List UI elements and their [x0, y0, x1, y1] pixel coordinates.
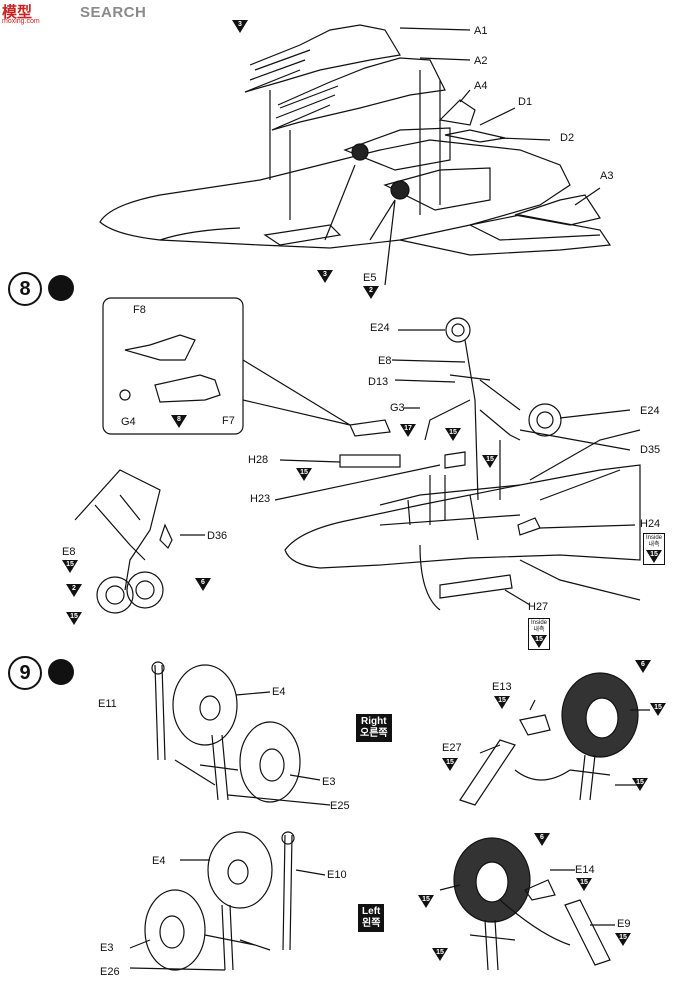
right-side-badge: Right 오른쪽	[356, 714, 392, 742]
paint-brush-icon	[48, 275, 74, 301]
watermark-sub: moxing.com	[2, 18, 40, 25]
part-label: E24	[640, 405, 660, 417]
part-label: E26	[100, 966, 120, 978]
part-label: E27	[442, 742, 462, 754]
part-label: E9	[617, 918, 631, 930]
left-badge-ko: 왼쪽	[362, 918, 381, 929]
right-badge-ko: 오른쪽	[360, 728, 388, 739]
color-marker: 15	[418, 895, 434, 908]
part-label: H28	[248, 454, 269, 466]
part-label: A4	[474, 80, 488, 92]
step-8-number: 8	[8, 272, 42, 306]
color-marker: 15	[646, 550, 662, 563]
color-marker: 2	[363, 286, 379, 299]
part-label: H24	[640, 518, 661, 530]
part-label: D35	[640, 444, 661, 456]
color-marker: 3	[317, 270, 333, 283]
part-label: F8	[133, 304, 146, 316]
part-label: D13	[368, 376, 389, 388]
color-marker: 15	[576, 878, 592, 891]
color-marker: 2	[66, 584, 82, 597]
part-label: A1	[474, 25, 488, 37]
part-label: E5	[363, 272, 377, 284]
color-marker: 6	[195, 578, 211, 591]
part-label: E11	[98, 698, 117, 710]
right-badge-en: Right	[361, 716, 387, 727]
part-label: E14	[575, 864, 595, 876]
color-marker: 15	[62, 560, 78, 573]
color-marker: 6	[635, 660, 651, 673]
watermark-text: SEARCH	[80, 4, 147, 21]
part-label: E8	[62, 546, 76, 558]
part-label: D2	[560, 132, 575, 144]
part-label: H23	[250, 493, 271, 505]
part-label: G4	[121, 416, 136, 428]
part-label: E3	[322, 776, 336, 788]
step-9-number: 9	[8, 656, 42, 690]
part-label: E10	[327, 869, 347, 881]
part-label: E4	[272, 686, 286, 698]
inside-note: Inside 내측 15	[643, 533, 665, 565]
part-label: E25	[330, 800, 350, 812]
color-marker: 15	[482, 455, 498, 468]
part-label: D1	[518, 96, 533, 108]
inside-note: Inside 내측 15	[528, 618, 550, 650]
color-marker: 15	[494, 696, 510, 709]
color-marker: 15	[445, 428, 461, 441]
color-marker: 15	[531, 635, 547, 648]
part-label: H27	[528, 601, 549, 613]
part-label: E24	[370, 322, 390, 334]
watermark-brand: 模型	[2, 4, 33, 21]
color-marker: 15	[432, 948, 448, 961]
color-marker: 6	[534, 833, 550, 846]
color-marker: 15	[296, 468, 312, 481]
inside-note-en: Inside	[530, 620, 547, 626]
part-label: A3	[600, 170, 614, 182]
part-label: E8	[378, 355, 392, 367]
color-marker: 8	[171, 415, 187, 428]
color-marker: 15	[442, 758, 458, 771]
part-label: A2	[474, 55, 488, 67]
left-side-badge: Left 왼쪽	[358, 904, 385, 932]
part-label: G3	[390, 402, 405, 414]
paint-brush-icon	[48, 659, 74, 685]
color-marker: 3	[232, 20, 248, 33]
left-badge-en: Left	[362, 906, 381, 917]
inside-note-en: Inside	[645, 535, 662, 541]
part-label: D36	[207, 530, 228, 542]
part-label: E13	[492, 681, 512, 693]
part-label: E3	[100, 942, 114, 954]
color-marker: 15	[650, 703, 666, 716]
color-marker: 15	[66, 612, 82, 625]
inside-note-ko: 내측	[648, 542, 660, 548]
inside-note-ko: 내측	[533, 627, 545, 633]
watermark-logo: 模型 SEARCH moxing.com	[0, 0, 170, 25]
color-marker: 17	[400, 424, 416, 437]
color-marker: 15	[632, 778, 648, 791]
part-label: F7	[222, 415, 235, 427]
color-marker: 15	[615, 933, 631, 946]
part-label: E4	[152, 855, 166, 867]
